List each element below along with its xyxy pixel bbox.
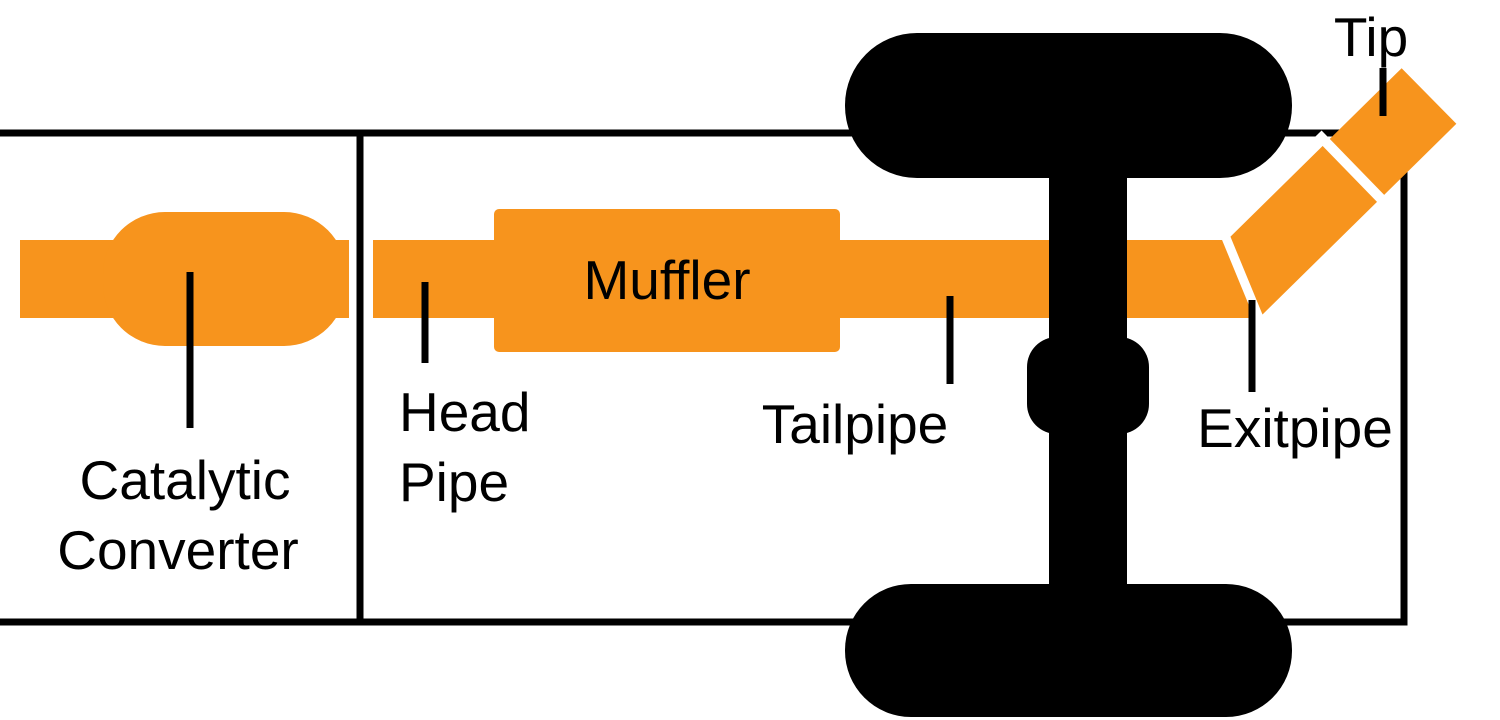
head-pipe-label-line2: Pipe xyxy=(399,451,509,513)
exitpipe-label: Exitpipe xyxy=(1197,397,1393,459)
muffler-label: Muffler xyxy=(583,249,750,311)
exitpipe-joint-gap xyxy=(1217,226,1269,332)
tip-joint-gap xyxy=(1314,130,1392,210)
catalytic-converter-label-line2: Converter xyxy=(57,519,298,581)
head-pipe-label-line1: Head xyxy=(399,381,530,443)
tailpipe-label: Tailpipe xyxy=(762,393,949,455)
differential xyxy=(1027,337,1149,434)
muffler-shape xyxy=(494,209,840,352)
catalytic-converter-shape xyxy=(103,212,346,346)
truck-frame-outline xyxy=(0,129,1408,626)
tip-label: Tip xyxy=(1334,6,1408,68)
catalytic-converter-label-line1: Catalytic xyxy=(80,449,291,511)
